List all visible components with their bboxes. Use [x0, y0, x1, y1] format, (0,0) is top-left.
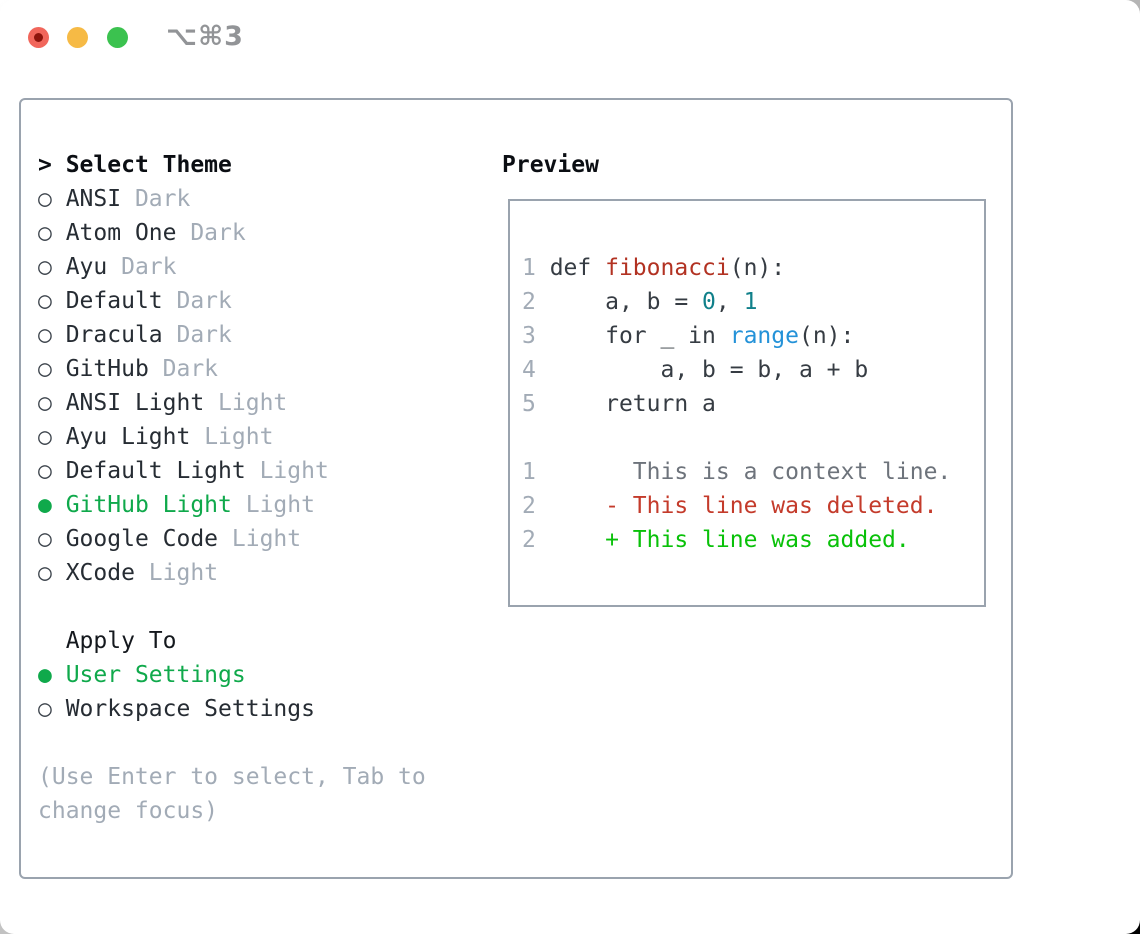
- theme-name: Ayu: [51, 254, 108, 280]
- apply-to-option-label: User Settings: [51, 662, 246, 688]
- radio-unselected-icon: ○: [38, 322, 52, 348]
- preview-box: 1 def fibonacci(n): 2 a, b = 0, 1 3 for _ …: [508, 199, 986, 607]
- radio-unselected-icon: ○: [38, 254, 52, 280]
- theme-option[interactable]: ○ ANSI Dark: [38, 182, 426, 216]
- apply-to-option[interactable]: ● User Settings: [38, 658, 426, 692]
- radio-unselected-icon: ○: [38, 526, 52, 552]
- apply-to-header: Apply To: [38, 624, 426, 658]
- theme-option[interactable]: ○ Default Light Light: [38, 454, 426, 488]
- apply-to-option[interactable]: ○ Workspace Settings: [38, 692, 426, 726]
- close-dot-icon: [34, 33, 43, 42]
- theme-option[interactable]: ○ ANSI Light Light: [38, 386, 426, 420]
- theme-name: Atom One: [51, 220, 177, 246]
- keyboard-hint-line-1: (Use Enter to select, Tab to: [38, 764, 426, 790]
- radio-unselected-icon: ○: [38, 390, 52, 416]
- radio-unselected-icon: ○: [38, 560, 52, 586]
- theme-variant-tag: Dark: [162, 288, 232, 314]
- theme-option[interactable]: ○ Atom One Dark: [38, 216, 426, 250]
- preview-code-line: 1 def fibonacci(n):: [522, 255, 786, 281]
- theme-variant-tag: Dark: [162, 322, 232, 348]
- preview-blank-line: [522, 421, 984, 455]
- theme-name: ANSI Light: [51, 390, 205, 416]
- preview-code-line: 4 a, b = b, a + b: [522, 357, 869, 383]
- theme-picker-panel: > Select Theme ○ ANSI Dark○ Atom One Dar…: [19, 98, 1013, 879]
- preview-header: Preview: [502, 148, 599, 182]
- radio-selected-icon: ●: [38, 662, 52, 688]
- preview-label: Preview: [502, 152, 599, 178]
- theme-name: Default Light: [51, 458, 246, 484]
- radio-unselected-icon: ○: [38, 424, 52, 450]
- minimize-button[interactable]: [67, 27, 88, 48]
- preview-diff-deleted-line: 2 - This line was deleted.: [522, 493, 938, 519]
- theme-name: GitHub Light: [51, 492, 232, 518]
- theme-name: Google Code: [51, 526, 219, 552]
- theme-option[interactable]: ○ Dracula Dark: [38, 318, 426, 352]
- apply-to-label: Apply To: [65, 628, 177, 654]
- theme-variant-tag: Dark: [148, 356, 219, 382]
- theme-options-list: ○ ANSI Dark○ Atom One Dark○ Ayu Dark○ De…: [38, 182, 426, 590]
- theme-variant-tag: Dark: [176, 220, 246, 246]
- radio-unselected-icon: ○: [38, 288, 52, 314]
- theme-name: ANSI: [51, 186, 122, 212]
- theme-name: Ayu Light: [51, 424, 191, 450]
- select-theme-header: > Select Theme: [38, 148, 426, 182]
- theme-name: XCode: [51, 560, 135, 586]
- theme-name: GitHub: [51, 356, 149, 382]
- theme-variant-tag: Light: [204, 390, 288, 416]
- zoom-button[interactable]: [107, 27, 128, 48]
- theme-option[interactable]: ○ Ayu Light Light: [38, 420, 426, 454]
- theme-variant-tag: Light: [231, 492, 315, 518]
- theme-variant-tag: Light: [245, 458, 329, 484]
- select-theme-label: Select Theme: [65, 152, 232, 178]
- theme-list-column: > Select Theme ○ ANSI Dark○ Atom One Dar…: [38, 148, 426, 828]
- cursor-icon: >: [38, 152, 66, 178]
- preview-content: 1 def fibonacci(n): 2 a, b = 0, 1 3 for _ …: [510, 201, 984, 557]
- theme-option[interactable]: ○ XCode Light: [38, 556, 426, 590]
- keyboard-hint-line-2: change focus): [38, 798, 219, 824]
- theme-variant-tag: Light: [134, 560, 219, 586]
- preview-code-line: 2 a, b = 0, 1: [522, 289, 758, 315]
- apply-to-options-list: ● User Settings○ Workspace Settings: [38, 658, 426, 726]
- preview-code-line: 5 return a: [522, 391, 716, 417]
- theme-option[interactable]: ● GitHub Light Light: [38, 488, 426, 522]
- theme-variant-tag: Dark: [121, 186, 191, 212]
- blank-line: [38, 590, 426, 624]
- window-title: ⌥⌘3: [166, 21, 244, 52]
- theme-option[interactable]: ○ GitHub Dark: [38, 352, 426, 386]
- apply-to-option-label: Workspace Settings: [51, 696, 315, 722]
- radio-unselected-icon: ○: [38, 220, 52, 246]
- blank-line: [38, 726, 426, 760]
- preview-code-line: 3 for _ in range(n):: [522, 323, 855, 349]
- radio-unselected-icon: ○: [38, 356, 52, 382]
- theme-variant-tag: Dark: [107, 254, 177, 280]
- theme-variant-tag: Light: [190, 424, 274, 450]
- radio-unselected-icon: ○: [38, 696, 52, 722]
- radio-unselected-icon: ○: [38, 458, 52, 484]
- radio-selected-icon: ●: [38, 492, 52, 518]
- theme-name: Dracula: [51, 322, 163, 348]
- preview-diff-context-line: 1 This is a context line.: [522, 459, 952, 485]
- close-button[interactable]: [28, 27, 49, 48]
- theme-option[interactable]: ○ Ayu Dark: [38, 250, 426, 284]
- theme-option[interactable]: ○ Google Code Light: [38, 522, 426, 556]
- radio-unselected-icon: ○: [38, 186, 52, 212]
- theme-variant-tag: Light: [218, 526, 302, 552]
- preview-diff-added-line: 2 + This line was added.: [522, 527, 910, 553]
- theme-name: Default: [51, 288, 163, 314]
- theme-option[interactable]: ○ Default Dark: [38, 284, 426, 318]
